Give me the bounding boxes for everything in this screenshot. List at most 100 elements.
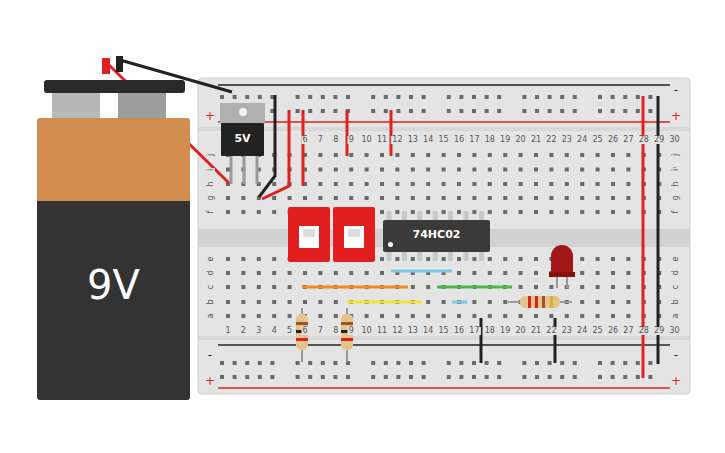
- column-number: 13: [407, 136, 419, 144]
- hole: [611, 182, 615, 186]
- hole: [580, 196, 584, 200]
- rail-hole: [611, 375, 615, 379]
- rail-hole: [459, 375, 463, 379]
- hole: [411, 210, 415, 214]
- row-letter: i: [207, 167, 215, 171]
- hole: [334, 168, 338, 172]
- dip-switch: [333, 207, 375, 262]
- pin1-mark: [388, 242, 393, 247]
- hole: [272, 300, 276, 304]
- hole: [626, 153, 630, 157]
- rail-hole: [548, 109, 552, 113]
- hole: [534, 257, 538, 261]
- hole: [488, 300, 492, 304]
- hole: [380, 210, 384, 214]
- column-number: 16: [453, 136, 465, 144]
- hole: [534, 196, 538, 200]
- column-number: 19: [499, 327, 511, 335]
- column-number: 1: [224, 327, 231, 335]
- rail-hole: [422, 95, 426, 99]
- hole: [318, 168, 322, 172]
- rail-hole: [321, 361, 325, 365]
- chip-pin: [448, 251, 453, 261]
- hole: [611, 168, 615, 172]
- rail-hole: [623, 375, 627, 379]
- hole: [472, 300, 476, 304]
- switch-lever: [348, 229, 360, 237]
- row-letter: a: [207, 313, 215, 320]
- rail-hole: [245, 375, 249, 379]
- hole: [596, 257, 600, 261]
- hole: [472, 257, 476, 261]
- column-number: 6: [301, 327, 308, 335]
- row-letter: h: [207, 180, 215, 187]
- column-number: 28: [638, 136, 650, 144]
- row-letter: h: [672, 180, 680, 187]
- hole: [611, 314, 615, 318]
- hole: [580, 210, 584, 214]
- rail-hole: [611, 95, 615, 99]
- hole: [580, 300, 584, 304]
- rail-hole: [497, 375, 501, 379]
- rail-sign: -: [207, 349, 213, 361]
- rail-line: [218, 344, 670, 346]
- rail-hole: [598, 375, 602, 379]
- hole: [272, 257, 276, 261]
- column-number: 28: [638, 327, 650, 335]
- row-letter: b: [672, 298, 680, 305]
- hole: [257, 285, 261, 289]
- dip-switch: [288, 207, 330, 262]
- hole: [380, 168, 384, 172]
- hole: [549, 182, 553, 186]
- hole: [395, 168, 399, 172]
- hole: [611, 257, 615, 261]
- column-number: 21: [530, 136, 542, 144]
- column-number: 30: [669, 327, 681, 335]
- hole: [318, 300, 322, 304]
- rail-hole: [573, 109, 577, 113]
- hole: [503, 210, 507, 214]
- row-letter: g: [207, 194, 215, 201]
- hole: [472, 210, 476, 214]
- rail-hole: [384, 361, 388, 365]
- rail-hole: [623, 109, 627, 113]
- hole: [426, 168, 430, 172]
- hole: [503, 153, 507, 157]
- hole: [626, 314, 630, 318]
- column-number: 8: [332, 136, 339, 144]
- hole: [426, 182, 430, 186]
- column-number: 17: [468, 136, 480, 144]
- hole: [519, 271, 523, 275]
- rail-sign: +: [204, 110, 216, 122]
- column-number: 25: [592, 327, 604, 335]
- resistor-band: [528, 296, 531, 308]
- hole: [565, 182, 569, 186]
- hole: [318, 182, 322, 186]
- rail-sign: +: [204, 375, 216, 387]
- row-letter: c: [672, 284, 680, 290]
- hole: [626, 210, 630, 214]
- hole: [442, 300, 446, 304]
- hole: [549, 196, 553, 200]
- rail-hole: [459, 95, 463, 99]
- rail-hole: [447, 109, 451, 113]
- column-number: 14: [422, 327, 434, 335]
- rail-hole: [648, 95, 652, 99]
- hole: [442, 168, 446, 172]
- rail-hole: [648, 361, 652, 365]
- hole: [349, 182, 353, 186]
- rail-hole: [422, 109, 426, 113]
- hole: [288, 300, 292, 304]
- hole: [549, 168, 553, 172]
- column-number: 15: [438, 327, 450, 335]
- regulator-tab: [220, 103, 265, 124]
- hole: [442, 210, 446, 214]
- chip-pin: [464, 251, 469, 261]
- rail-hole: [598, 361, 602, 365]
- column-number: 24: [576, 327, 588, 335]
- rail-hole: [396, 375, 400, 379]
- hole: [257, 257, 261, 261]
- hole: [488, 182, 492, 186]
- rail-hole: [245, 95, 249, 99]
- row-letter: e: [672, 256, 680, 263]
